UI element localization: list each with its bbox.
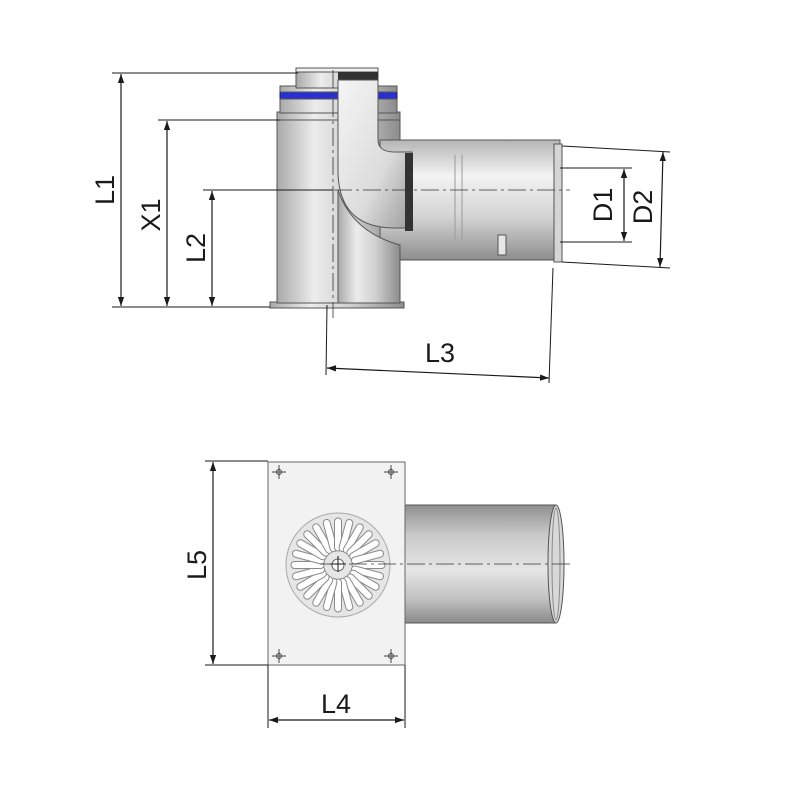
dim-label-d2: D2 [628,190,658,225]
grate-slot [342,576,364,607]
grate-slot [350,549,385,565]
elbow [337,79,413,229]
grate-slot [290,561,325,569]
pipe-end [553,143,563,263]
dim-label-l5: L5 [182,550,212,580]
grate-slot [322,518,338,553]
inner-pipe-cap [295,67,379,73]
grate-slot [312,523,334,554]
dim-label-l3: L3 [425,338,455,368]
dim-label-x1: X1 [136,198,166,231]
grate-slot [349,539,380,561]
grate-slot [338,518,354,553]
grate-slot [312,576,334,607]
grate-slot [349,569,380,591]
grate-slot [303,573,330,600]
dim-label-d1: D1 [588,188,618,223]
grate-slot [291,549,326,565]
grate-slot [322,577,338,612]
grate-slot [296,569,327,591]
dim-l3-line [326,365,550,381]
grate-slot [338,577,354,612]
grate-slot [350,565,385,581]
top-view [267,461,572,666]
top-gasket [338,72,378,80]
side-view [269,67,570,318]
grate-slot [291,565,326,581]
grate-slot [346,573,373,600]
grate-slot [351,561,386,569]
grate-slot [334,578,342,613]
dim-d2-line [657,151,666,268]
elbow-lower-connector [337,189,401,304]
side-view-dimensions: L1 X1 L2 L3 D1 D2 [90,72,671,384]
grate-slot [346,530,373,557]
dim-label-l2: L2 [181,233,211,263]
grate-slot [334,517,342,552]
grate-slot [303,530,330,557]
top-view-dimensions: L5 L4 [182,460,406,728]
screw-hole-icon [272,465,398,663]
elbow-gasket [405,153,413,231]
dim-label-l4: L4 [321,689,351,719]
grate-slot [342,523,364,554]
drain-tab [497,234,507,256]
dim-label-l1: L1 [90,175,120,205]
grate-slot [296,539,327,561]
